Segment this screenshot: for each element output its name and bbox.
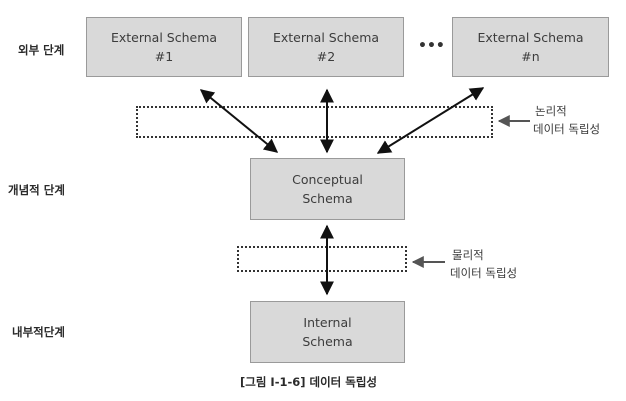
internal-schema-line2: Schema xyxy=(302,334,353,349)
external-schema-1-number: #1 xyxy=(154,49,174,64)
conceptual-schema-box: Conceptual Schema xyxy=(250,158,405,220)
external-schema-2-number: #2 xyxy=(316,49,336,64)
logical-independence-line1: 논리적 xyxy=(535,104,567,118)
internal-schema-line1: Internal xyxy=(303,315,352,330)
ellipsis: ••• xyxy=(418,38,445,54)
logical-independence-label: 논리적 데이터 독립성 xyxy=(533,102,600,138)
external-schema-n-title: External Schema xyxy=(477,30,584,45)
external-schema-n-number: #n xyxy=(521,49,540,64)
conceptual-schema-line1: Conceptual xyxy=(292,172,363,187)
external-schema-2: External Schema #2 xyxy=(248,17,404,77)
logical-independence-line2: 데이터 독립성 xyxy=(533,122,601,136)
external-schema-n: External Schema #n xyxy=(452,17,609,77)
figure-caption: [그림 Ⅰ-1-6] 데이터 독립성 xyxy=(240,375,377,389)
external-schema-1: External Schema #1 xyxy=(86,17,242,77)
internal-schema-box: Internal Schema xyxy=(250,301,405,363)
physical-independence-label: 물리적 데이터 독립성 xyxy=(450,246,517,282)
external-schema-2-title: External Schema xyxy=(272,30,380,45)
conceptual-level-label: 개념적 단계 xyxy=(8,183,65,197)
internal-level-label: 내부적단계 xyxy=(12,325,65,339)
physical-independence-line2: 데이터 독립성 xyxy=(450,266,518,280)
external-level-label: 외부 단계 xyxy=(18,43,65,57)
ext1-conceptual-arrow xyxy=(199,89,279,153)
physical-independence-line1: 물리적 xyxy=(452,248,484,262)
extn-conceptual-arrow xyxy=(376,87,485,154)
logical-independence-region xyxy=(136,106,493,138)
external-schema-1-title: External Schema xyxy=(110,30,218,45)
conceptual-schema-line2: Schema xyxy=(302,191,353,206)
